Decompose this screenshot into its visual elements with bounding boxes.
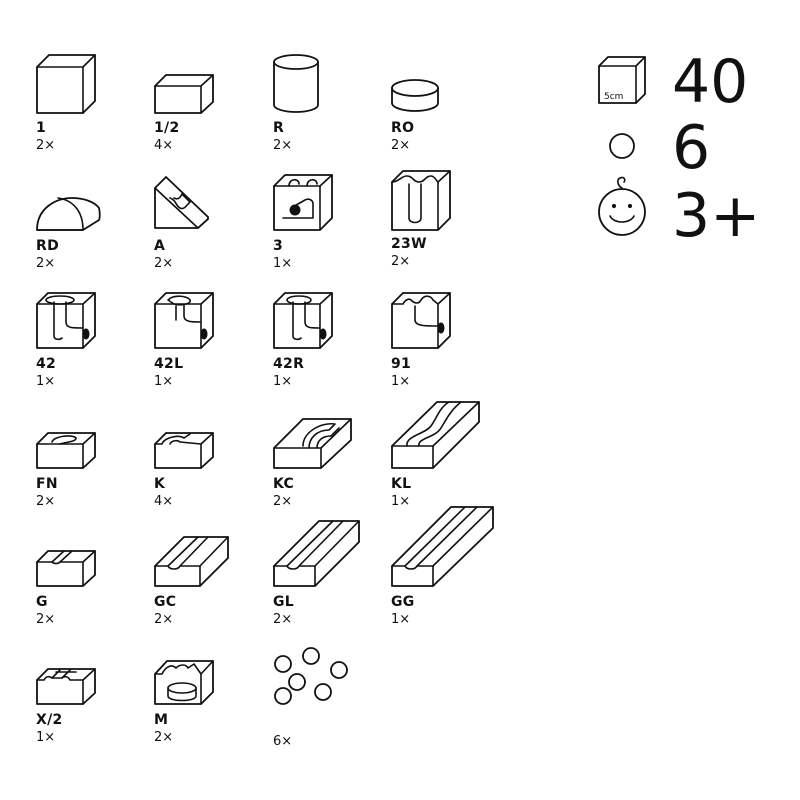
cross-half-block-icon	[36, 668, 96, 705]
half-cube-block-icon	[154, 74, 214, 114]
piece-code: RO	[391, 120, 415, 136]
piece-42r: 42R 1×	[273, 292, 383, 396]
piece-42l: 42L 1×	[154, 292, 264, 396]
half-cylinder-block-icon	[391, 79, 439, 112]
piece-quantity: 2×	[154, 612, 174, 627]
piece-code: 42L	[154, 356, 184, 372]
piece-code: GL	[273, 594, 295, 610]
piece-rd: RD 2×	[36, 188, 146, 278]
piece-91: 91 1×	[391, 292, 501, 396]
piece-code: 3	[273, 238, 284, 254]
age-label: 3+	[672, 181, 761, 251]
piece-quantity: 2×	[273, 612, 293, 627]
child-face-icon	[598, 176, 646, 236]
straight-long-block-icon	[273, 520, 360, 587]
piece-code: 42	[36, 356, 57, 372]
piece-code: G	[36, 594, 48, 610]
piece-quantity: 2×	[36, 612, 56, 627]
piece-code: K	[154, 476, 166, 492]
piece-quantity: 2×	[154, 256, 174, 271]
piece-code: X/2	[36, 712, 63, 728]
curve-long-block-icon	[273, 418, 352, 469]
piece-code: KC	[273, 476, 295, 492]
piece-a: A 2×	[154, 176, 264, 278]
crossing-cube-icon	[391, 292, 451, 349]
piece-quantity: 2×	[36, 494, 56, 509]
piece-g: G 2×	[36, 550, 146, 634]
tunnel-cube-icon	[36, 292, 96, 349]
piece-quantity: 1×	[273, 256, 293, 271]
piece-r: R 2×	[273, 54, 383, 164]
piece-code: 91	[391, 356, 412, 372]
piece-code: RD	[36, 238, 60, 254]
tunnel-cube-left-icon	[154, 292, 214, 349]
piece-code: GG	[391, 594, 415, 610]
piece-quantity: 1×	[36, 374, 56, 389]
piece-gl: GL 2×	[273, 520, 383, 634]
marble-icon	[609, 133, 635, 159]
piece-quantity: 1×	[391, 494, 411, 509]
straight-extra-long-block-icon	[391, 506, 494, 587]
piece-quantity: 2×	[391, 138, 411, 153]
piece-code: M	[154, 712, 169, 728]
piece-code: 23W	[391, 236, 427, 252]
piece-code: FN	[36, 476, 58, 492]
piece-quantity: 6×	[273, 734, 293, 749]
piece-23w: 23W 2×	[391, 170, 501, 278]
piece-code: 42R	[273, 356, 305, 372]
arch-block-icon	[36, 197, 101, 231]
piece-quantity: 4×	[154, 138, 174, 153]
piece-quantity: 1×	[273, 374, 293, 389]
piece-code: KL	[391, 476, 412, 492]
piece-quantity: 1×	[391, 612, 411, 627]
piece-quantity: 4×	[154, 494, 174, 509]
size-cube-icon	[598, 56, 646, 104]
multi-way-block-icon	[154, 660, 214, 705]
piece-quantity: 1×	[36, 730, 56, 745]
piece-x-2: X/2 1×	[36, 668, 146, 752]
piece-code: R	[273, 120, 285, 136]
s-curve-long-block-icon	[391, 401, 480, 469]
piece-1: 1 2×	[36, 54, 146, 164]
piece-code: 1/2	[154, 120, 180, 136]
funnel-half-block-icon	[36, 432, 96, 469]
piece-gc: GC 2×	[154, 536, 264, 634]
curve-half-block-icon	[154, 432, 214, 469]
piece-1-2: 1/2 4×	[154, 74, 264, 164]
marble-drop-cube-icon	[273, 174, 333, 231]
piece-quantity: 1×	[154, 374, 174, 389]
piece-quantity: 2×	[36, 138, 56, 153]
piece-quantity: 2×	[391, 254, 411, 269]
marbles-count: 6	[672, 113, 711, 183]
piece-quantity: 2×	[273, 494, 293, 509]
piece-code: A	[154, 238, 166, 254]
piece-kl: KL 1×	[391, 398, 501, 516]
piece-quantity: 2×	[154, 730, 174, 745]
cube-block-icon	[36, 54, 96, 114]
piece-marbles: 6×	[273, 646, 383, 752]
marbles-icon	[274, 647, 348, 705]
piece-3: 3 1×	[273, 174, 383, 278]
slope-block-icon	[154, 176, 209, 229]
tunnel-cube-right-icon	[273, 292, 333, 349]
piece-ro: RO 2×	[391, 78, 501, 164]
piece-42: 42 1×	[36, 292, 146, 396]
piece-k: K 4×	[154, 432, 264, 516]
piece-code: 1	[36, 120, 47, 136]
piece-quantity: 2×	[36, 256, 56, 271]
piece-quantity: 1×	[391, 374, 411, 389]
piece-gg: GG 1×	[391, 506, 501, 634]
cylinder-block-icon	[273, 54, 319, 113]
pieces-count: 40	[672, 47, 749, 117]
piece-code: GC	[154, 594, 177, 610]
piece-m: M 2×	[154, 660, 264, 752]
piece-fn: FN 2×	[36, 432, 146, 516]
cube-size-label: 5cm	[604, 92, 624, 102]
funnel-cube-icon	[391, 170, 451, 231]
piece-quantity: 2×	[273, 138, 293, 153]
straight-block-icon	[154, 536, 229, 587]
piece-kc: KC 2×	[273, 418, 383, 516]
straight-half-block-icon	[36, 550, 96, 587]
